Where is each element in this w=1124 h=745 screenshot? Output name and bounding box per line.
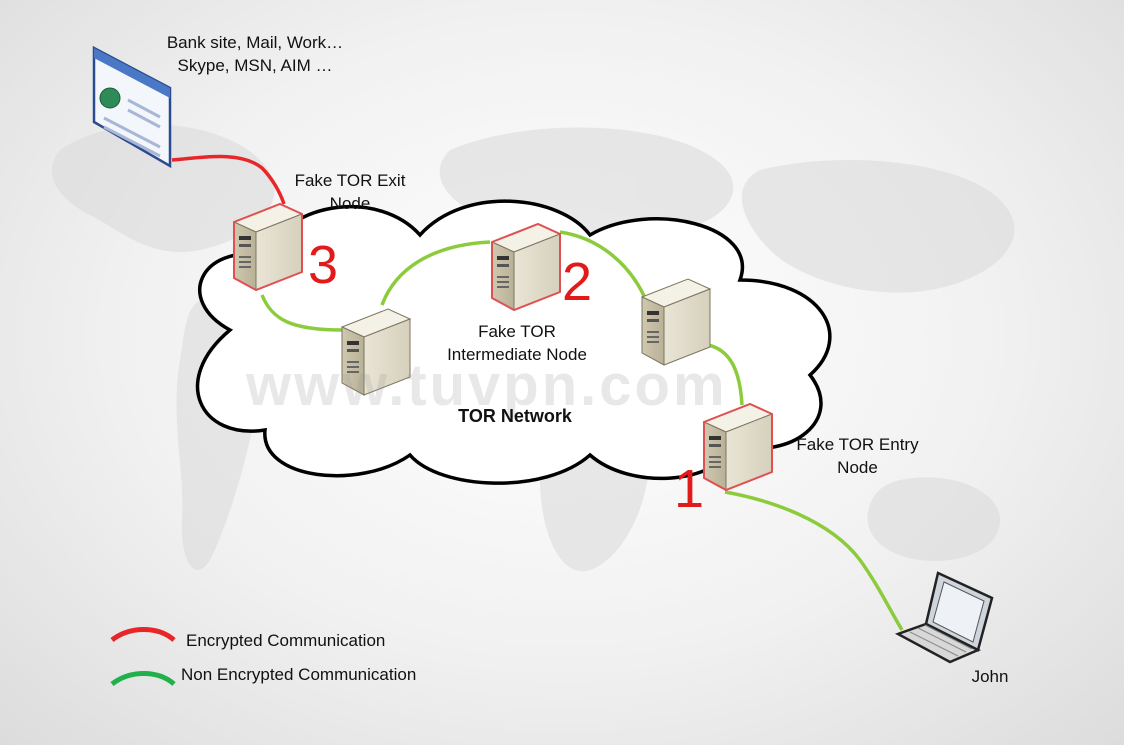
legend-encrypted-label: Encrypted Communication — [186, 631, 386, 650]
entry-node-label-line1: Fake TOR Entry — [796, 435, 919, 454]
laptop-icon — [894, 571, 994, 664]
legend-non-encrypted-swatch — [110, 671, 176, 687]
exit-node-label: Fake TOR Exit Node — [270, 169, 430, 215]
destination-label: Bank site, Mail, Work… Skype, MSN, AIM … — [150, 31, 360, 77]
intermediate-node-label-line2: Intermediate Node — [447, 345, 587, 364]
exit-node-server-icon — [233, 202, 303, 292]
exit-node-label-line2: Node — [329, 194, 371, 213]
exit-node-label-line1: Fake TOR Exit — [294, 171, 406, 190]
destination-label-line1: Bank site, Mail, Work… — [166, 33, 344, 52]
destination-label-line2: Skype, MSN, AIM … — [177, 56, 333, 75]
encrypted-link — [171, 154, 286, 205]
entry-node-label-line2: Node — [837, 458, 878, 477]
user-label: John — [971, 667, 1009, 686]
watermark: www.tuvpn.com — [246, 353, 728, 418]
non-encrypted-links — [260, 230, 904, 631]
tor-network-cloud — [195, 199, 832, 485]
entry-node-server-icon — [703, 402, 773, 492]
browser-window-icon — [92, 45, 172, 169]
intermediate-node-number: 2 — [562, 252, 593, 312]
legend-encrypted-swatch — [110, 627, 176, 643]
intermediate-node-label-line1: Fake TOR — [478, 322, 556, 341]
tor-network-label: TOR Network — [458, 406, 572, 426]
entry-node-label: Fake TOR Entry Node — [780, 433, 935, 479]
intermediate-node-server-icon — [491, 222, 561, 312]
legend-non-encrypted-label: Non Encrypted Communication — [181, 665, 417, 684]
exit-node-number: 3 — [308, 235, 339, 295]
intermediate-node-label: Fake TOR Intermediate Node — [432, 320, 602, 366]
entry-node-number: 1 — [674, 459, 705, 519]
